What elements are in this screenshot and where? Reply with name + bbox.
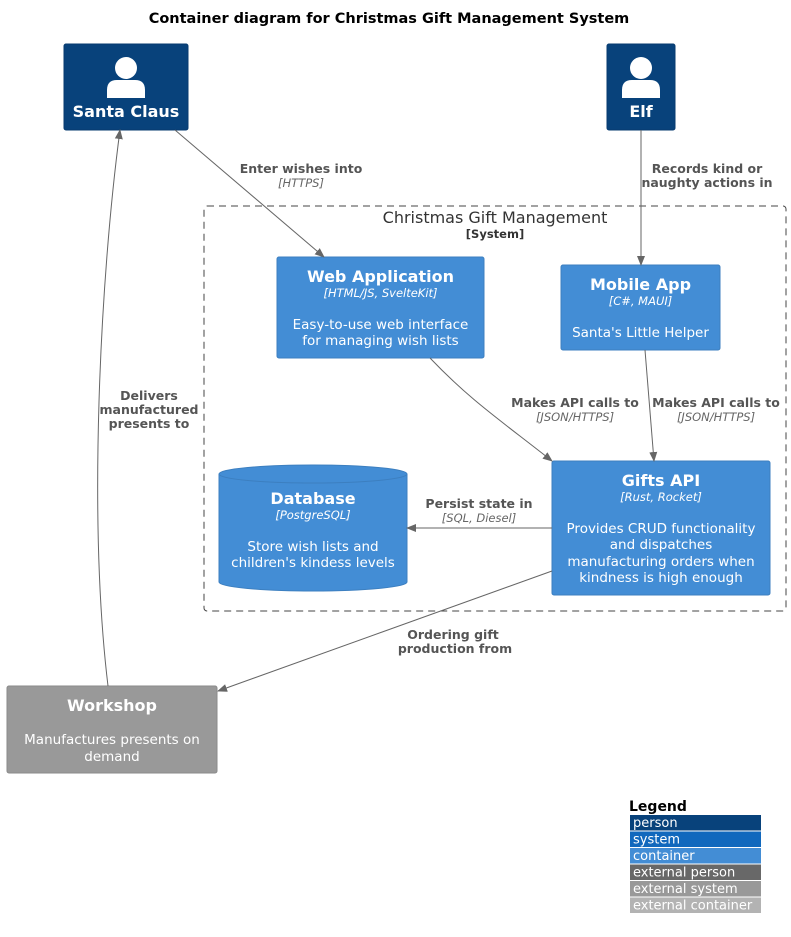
edge-label: manufactured xyxy=(99,402,198,417)
edge-label: Delivers xyxy=(120,388,178,403)
legend-swatch xyxy=(630,848,761,864)
container-tech: [Rust, Rocket] xyxy=(620,490,702,504)
legend-label: external container xyxy=(633,899,753,914)
container-mobile-app[interactable]: Mobile App [C#, MAUI] Santa's Little Hel… xyxy=(560,264,721,351)
container-tech: [PostgreSQL] xyxy=(275,508,350,522)
edge-label: Records kind or xyxy=(652,161,763,176)
edge-tech: [JSON/HTTPS] xyxy=(677,410,755,424)
legend-item-external-system: external system xyxy=(630,881,761,897)
edge-santa-to-webapp xyxy=(174,129,325,258)
person-name: Santa Claus xyxy=(73,102,180,121)
external-system-workshop[interactable]: Workshop Manufactures presents on demand xyxy=(6,685,218,774)
edge-label: Makes API calls to xyxy=(511,395,639,410)
container-description: for managing wish lists xyxy=(302,333,458,349)
edge-label: Enter wishes into xyxy=(240,161,363,176)
person-elf[interactable]: Elf xyxy=(606,43,676,131)
container-description: manufacturing orders when xyxy=(567,554,754,570)
legend-swatch xyxy=(630,881,761,897)
edge-workshop-to-santa xyxy=(97,129,123,687)
container-gifts-api[interactable]: Gifts API [Rust, Rocket] Provides CRUD f… xyxy=(551,460,771,596)
legend-swatch xyxy=(630,815,761,831)
person-name: Elf xyxy=(629,102,653,121)
edge-tech: [JSON/HTTPS] xyxy=(536,410,614,424)
container-name: Web Application xyxy=(307,267,454,286)
edge-label: Ordering gift xyxy=(407,627,499,642)
legend-title: Legend xyxy=(629,799,687,815)
boundary-title: Christmas Gift Management xyxy=(383,208,608,227)
legend-swatch xyxy=(630,864,761,880)
system-boundary: Christmas Gift Management [System] xyxy=(203,205,787,612)
legend-swatch xyxy=(630,831,761,847)
external-system-name: Workshop xyxy=(67,696,157,715)
legend-item-external-container: external container xyxy=(630,897,761,914)
legend-label: external person xyxy=(633,866,735,881)
container-tech: [HTML/JS, SvelteKit] xyxy=(323,286,437,300)
legend-label: external system xyxy=(633,882,738,897)
person-icon xyxy=(107,57,145,98)
edge-tech: [SQL, Diesel] xyxy=(442,511,516,525)
edge-label: naughty actions in xyxy=(641,175,772,190)
legend-label: container xyxy=(633,849,695,864)
container-description: children's kindess levels xyxy=(231,555,395,571)
edge-label: Makes API calls to xyxy=(652,395,780,410)
legend-item-external-person: external person xyxy=(630,864,761,881)
diagram-title: Container diagram for Christmas Gift Man… xyxy=(149,11,630,27)
edge-mobile-to-api xyxy=(644,349,658,462)
edge-webapp-to-api xyxy=(429,357,553,462)
external-system-description: demand xyxy=(84,749,139,765)
container-database[interactable]: Database [PostgreSQL] Store wish lists a… xyxy=(218,464,408,592)
edge-label: production from xyxy=(398,641,512,656)
container-name: Gifts API xyxy=(622,471,700,490)
boundary-subtitle: [System] xyxy=(466,227,524,241)
edge-tech: [HTTPS] xyxy=(278,176,324,190)
container-tech: [C#, MAUI] xyxy=(609,294,673,308)
container-description: and dispatches xyxy=(610,537,713,553)
container-description: Easy-to-use web interface xyxy=(293,317,469,333)
legend: Legend person system container external … xyxy=(629,799,761,914)
legend-item-person: person xyxy=(630,815,761,831)
container-description: Provides CRUD functionality xyxy=(567,521,756,537)
container-description: Store wish lists and xyxy=(247,539,378,555)
external-system-description: Manufactures presents on xyxy=(24,732,200,748)
legend-swatch xyxy=(630,897,761,913)
edge-label: presents to xyxy=(109,416,190,431)
legend-item-system: system xyxy=(630,831,761,848)
relationships xyxy=(97,129,658,692)
person-santa-claus[interactable]: Santa Claus xyxy=(63,43,189,131)
person-icon xyxy=(622,57,660,98)
container-description: kindness is high enough xyxy=(579,570,743,586)
legend-label: person xyxy=(633,816,678,831)
edge-label: Persist state in xyxy=(425,496,532,511)
container-description: Santa's Little Helper xyxy=(572,325,709,341)
legend-label: system xyxy=(633,833,680,848)
edge-api-to-workshop xyxy=(217,570,553,692)
container-name: Mobile App xyxy=(590,275,691,294)
legend-item-container: container xyxy=(630,848,761,864)
container-name: Database xyxy=(270,489,355,508)
container-web-application[interactable]: Web Application [HTML/JS, SvelteKit] Eas… xyxy=(276,256,485,359)
